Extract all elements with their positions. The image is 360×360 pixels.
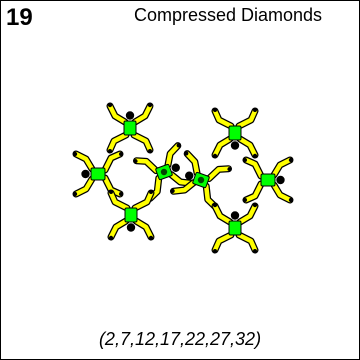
skydiver-top-left <box>106 102 154 154</box>
formation-sequence: (2,7,12,17,22,27,32) <box>98 329 262 349</box>
skydiver-top-right <box>211 107 259 159</box>
card-number: 19 <box>6 4 33 31</box>
formation-title: Compressed Diamonds <box>133 5 323 25</box>
skydiver-bottom-left <box>107 189 155 241</box>
grip-marker <box>160 168 168 176</box>
skydiver-bottom-right <box>211 202 259 254</box>
grip-marker <box>197 176 205 184</box>
skydiver-right <box>242 156 294 204</box>
skydiver-center-right <box>169 150 233 210</box>
skydiver-left <box>72 150 124 198</box>
